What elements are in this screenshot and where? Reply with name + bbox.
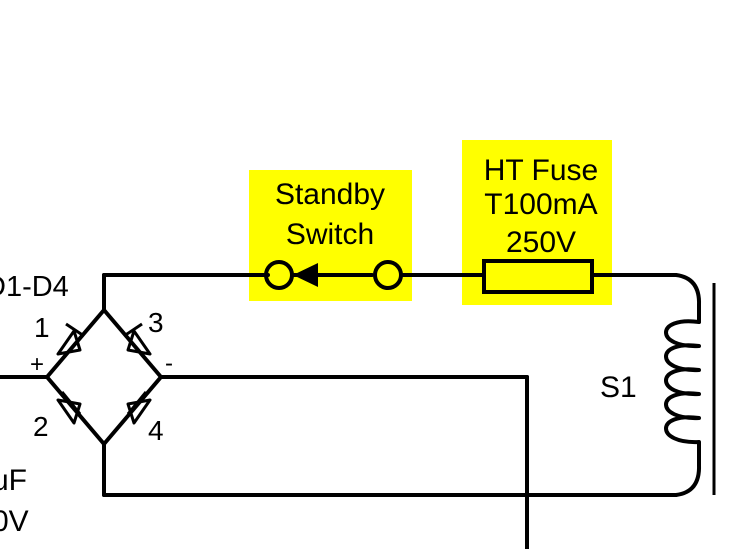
standby-switch-highlight xyxy=(249,170,412,301)
standby-label-line2: Switch xyxy=(286,218,374,251)
switch-contact-right xyxy=(373,260,403,290)
fuse-label-line2: T100mA xyxy=(484,188,597,221)
pin-1-label: 1 xyxy=(34,312,50,343)
bridge-edge-upper-left xyxy=(45,308,106,379)
capacitor-voltage-label: 0V xyxy=(0,505,29,538)
pin-3-label: 3 xyxy=(148,307,164,338)
diode-3 xyxy=(123,322,152,356)
fuse-highlight xyxy=(462,140,612,305)
pin-2-label: 2 xyxy=(33,411,49,442)
pin-4-label: 4 xyxy=(148,415,164,446)
switch-arrow xyxy=(293,263,318,287)
plus-terminal-label: + xyxy=(30,351,44,378)
switch-contact-left xyxy=(264,260,294,290)
fuse-label-line1: HT Fuse xyxy=(484,154,598,187)
winding-s1-label: S1 xyxy=(600,371,637,404)
bridge-reference-label: D1-D4 xyxy=(0,271,69,303)
diode-4 xyxy=(126,391,152,425)
fuse-label-line3: 250V xyxy=(506,226,576,259)
wire-bottom-right-bend xyxy=(674,453,702,497)
diode-1 xyxy=(56,322,85,356)
minus-terminal-label: - xyxy=(165,350,173,377)
fuse-body xyxy=(482,259,594,294)
diode-2 xyxy=(56,391,82,425)
capacitor-unit-label: uF xyxy=(0,464,27,497)
standby-label-line1: Standby xyxy=(275,178,385,211)
transformer-coil-s1 xyxy=(664,319,701,457)
bridge-edge-upper-right xyxy=(102,308,163,379)
wire-top-right-bend xyxy=(674,273,702,324)
